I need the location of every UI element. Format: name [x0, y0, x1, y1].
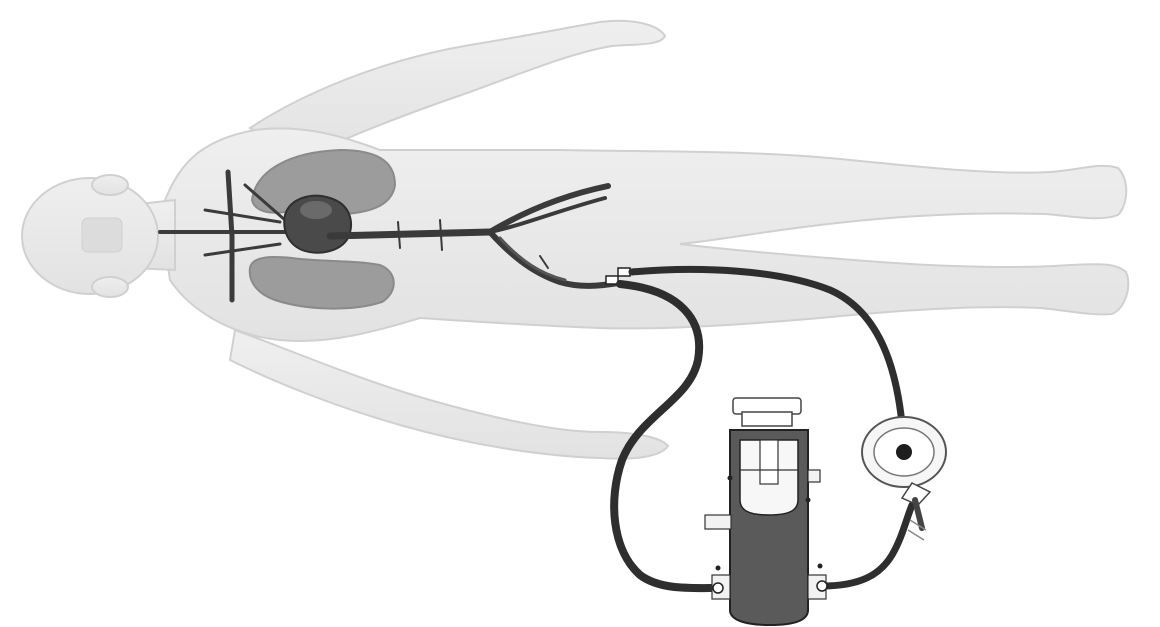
- pump-outlet-port: [817, 581, 827, 591]
- pump-to-oxygenator-tube: [822, 505, 912, 586]
- oxygenator-outlet: [896, 444, 912, 460]
- pump-inlet-port: [713, 583, 723, 593]
- return-cannula-connector: [618, 268, 630, 276]
- heart: [284, 196, 351, 253]
- ecmo-pump: [705, 398, 827, 625]
- patient-face: [82, 218, 122, 252]
- pump-left-bracket: [705, 515, 731, 529]
- patient-ear-bottom: [92, 277, 128, 297]
- patient-ear-top: [92, 175, 128, 195]
- patient-lowered-arm: [230, 330, 668, 459]
- patient-body: [22, 21, 1128, 459]
